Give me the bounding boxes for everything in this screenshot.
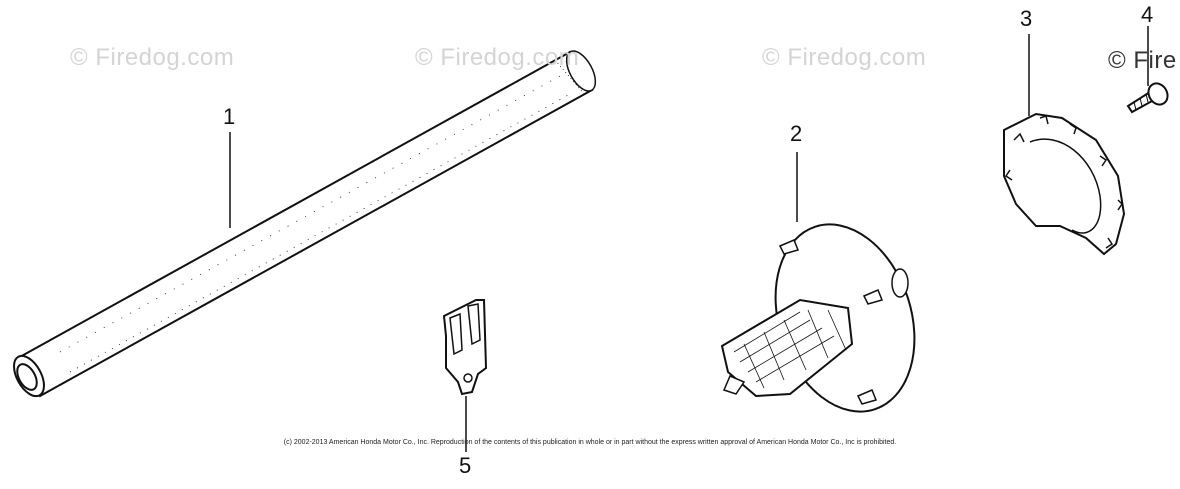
callout-3: 3 [1020, 6, 1033, 31]
watermark-2: © Firedog.com [415, 44, 580, 71]
part-1-tube [13, 50, 597, 398]
copyright-notice: (c) 2002-2013 American Honda Motor Co., … [283, 439, 897, 446]
part-2-flange [720, 223, 916, 413]
callout-1: 1 [223, 104, 236, 129]
callout-5: 5 [459, 453, 472, 478]
callout-4: 4 [1141, 2, 1154, 27]
watermark-3: © Firedog.com [762, 44, 927, 71]
watermark-1: © Firedog.com [70, 44, 235, 71]
watermark-4: © Fire [1108, 47, 1177, 74]
callout-2: 2 [790, 121, 803, 146]
part-4-screw [1126, 82, 1169, 114]
part-3-cap [1003, 112, 1126, 256]
part-5-bracket [442, 299, 488, 396]
